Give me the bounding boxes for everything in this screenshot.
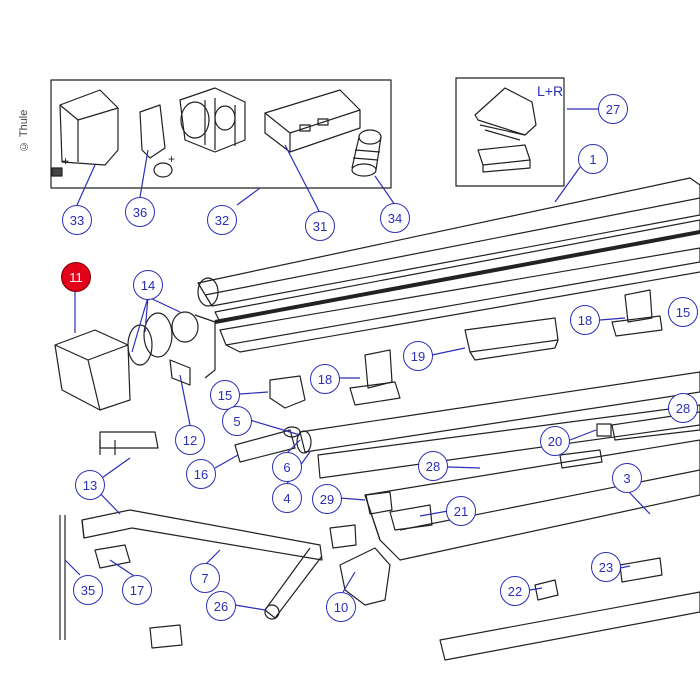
part-27-insert [477,144,531,166]
callout-21[interactable]: 21 [446,496,476,526]
part-10-end-piece [339,547,391,606]
callout-1[interactable]: 1 [578,144,608,174]
callout-35[interactable]: 35 [73,575,103,605]
callout-31[interactable]: 31 [305,211,335,241]
part-18b-bracket [624,289,653,323]
part-16-connector [234,429,296,463]
leader-lines [64,108,651,611]
callout-33[interactable]: 33 [62,205,92,235]
part-33-end-cap [59,89,119,166]
callout-19[interactable]: 19 [403,341,433,371]
part-28-profile [317,404,700,479]
callout-18-right[interactable]: 18 [570,305,600,335]
part-21-clip [389,504,433,531]
part-15-bracket [269,375,306,409]
callout-18[interactable]: 18 [310,364,340,394]
part-14-gear [127,311,216,386]
part-27-bracket [474,87,537,136]
part-11-end-cap [54,329,131,411]
callout-27[interactable]: 27 [598,94,628,124]
callout-7[interactable]: 7 [190,563,220,593]
callout-10[interactable]: 10 [326,592,356,622]
part-13-hinge [99,431,159,449]
callout-28-right[interactable]: 28 [668,393,698,423]
callout-12[interactable]: 12 [175,425,205,455]
part-20-block [596,423,612,437]
callout-11-highlighted[interactable]: 11 [61,262,91,292]
part-lower-bar [439,591,700,661]
part-19-rail [464,317,559,353]
callout-14[interactable]: 14 [133,270,163,300]
svg-text:+: + [168,152,175,166]
part-18-bracket [364,349,393,389]
part-17-mount [94,544,131,569]
callout-15[interactable]: 15 [210,380,240,410]
part-23-clip [619,557,663,583]
part-lower-clip [149,624,183,649]
part-34-plug [351,129,382,177]
callout-15-right[interactable]: 15 [668,297,698,327]
part-29-cap [365,491,393,515]
part-22-clip [534,579,559,601]
part-36-bracket [139,104,166,159]
callout-23[interactable]: 23 [591,552,621,582]
callout-16[interactable]: 16 [186,459,216,489]
callout-29[interactable]: 29 [312,484,342,514]
part-1-cassette [197,177,700,353]
part-4-profile [299,371,700,453]
callout-34[interactable]: 34 [380,203,410,233]
part-35-pole [59,515,66,640]
kit-box-27-frame [455,77,565,187]
callout-17[interactable]: 17 [122,575,152,605]
callout-20[interactable]: 20 [540,426,570,456]
part-31-control-box [264,89,361,153]
callout-5[interactable]: 5 [222,406,252,436]
callout-28[interactable]: 28 [418,451,448,481]
part-32-motor [179,87,246,153]
callout-36[interactable]: 36 [125,197,155,227]
callout-4[interactable]: 4 [272,483,302,513]
callout-6[interactable]: 6 [272,452,302,482]
kit-box-frame [50,79,392,189]
callout-32[interactable]: 32 [207,205,237,235]
callout-22[interactable]: 22 [500,576,530,606]
svg-text:+: + [62,154,69,168]
callout-13[interactable]: 13 [75,470,105,500]
callout-26[interactable]: 26 [206,591,236,621]
part-26-joint [264,604,280,620]
left-right-label: L+R [537,83,564,99]
callout-3[interactable]: 3 [612,463,642,493]
part-7-arm [81,509,323,619]
part-3-front-bar [364,439,700,561]
